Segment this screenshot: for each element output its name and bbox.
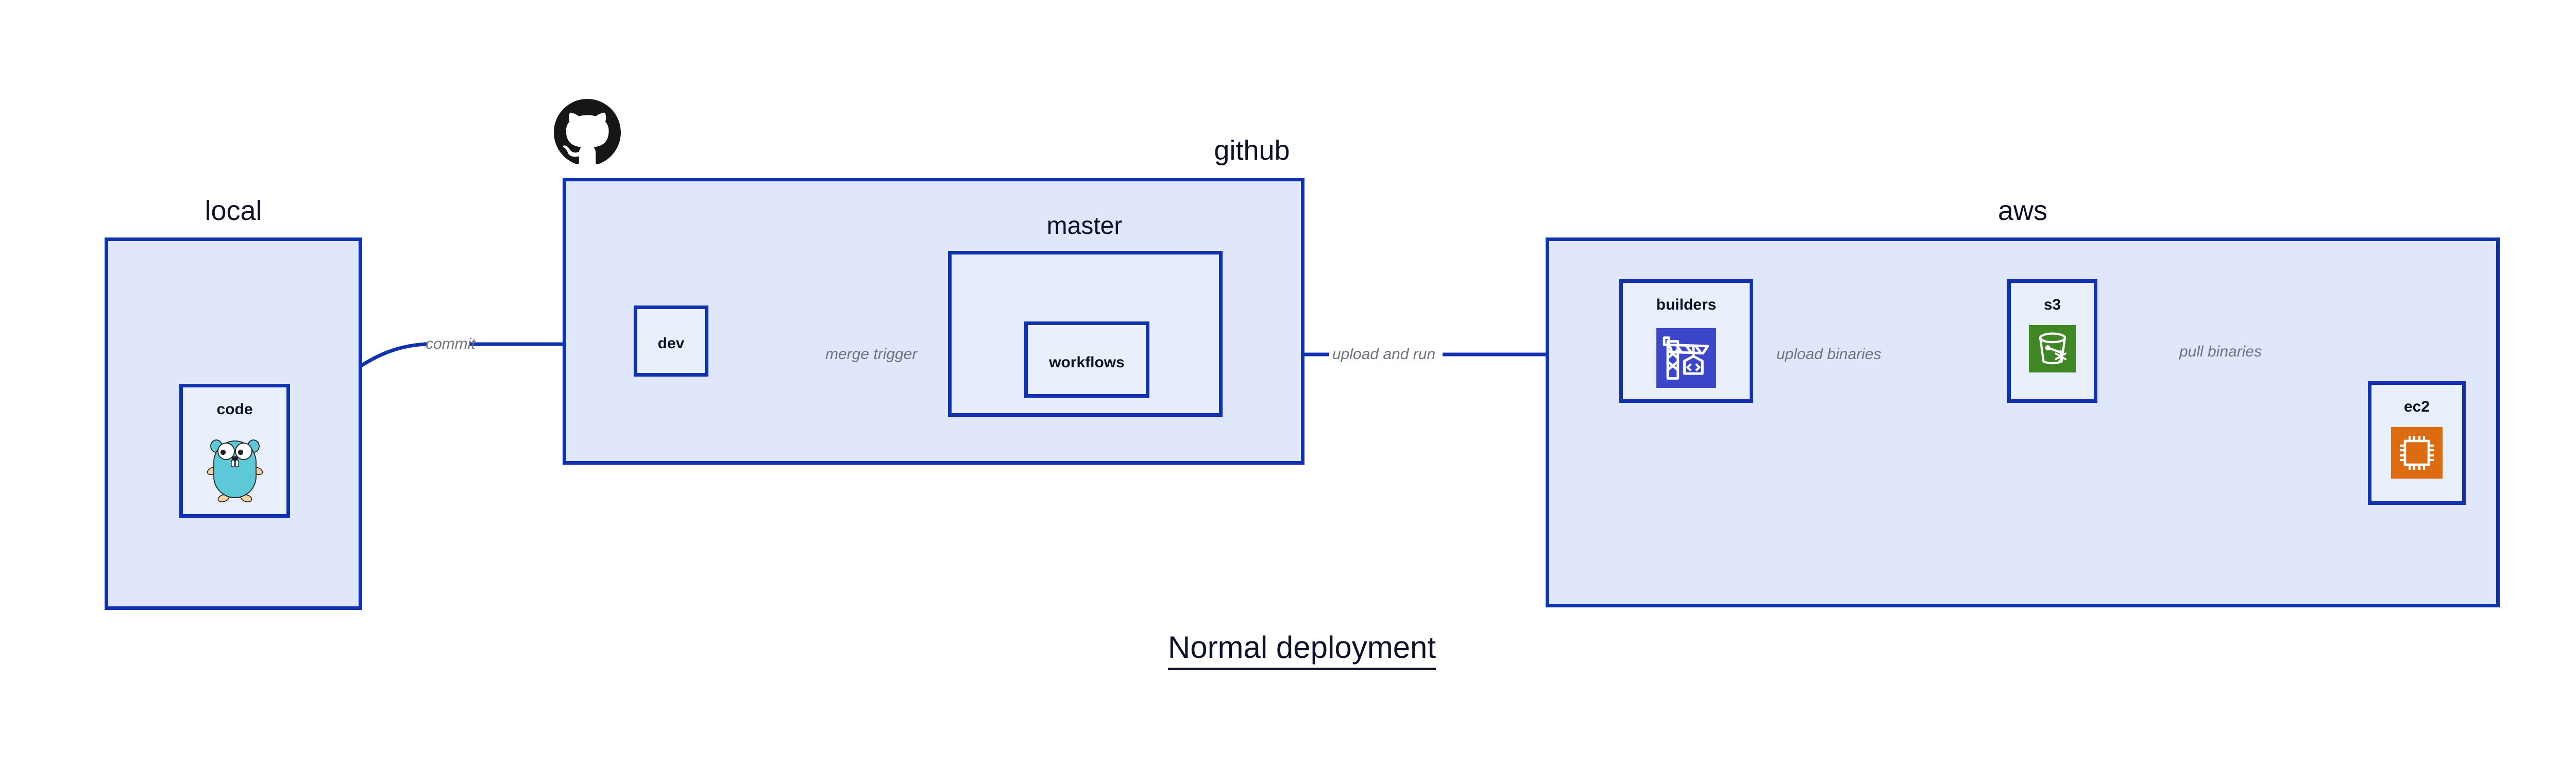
node-builders[interactable]: builders — [1619, 279, 1753, 403]
zone-label-local: local — [205, 195, 262, 226]
aws-s3-bucket-icon — [2028, 325, 2076, 372]
github-octocat-icon — [554, 99, 621, 166]
edge-label-upload-binaries: upload binaries — [1776, 346, 1882, 363]
zone-label-aws: aws — [1997, 195, 2048, 226]
node-ec2[interactable]: ec2 — [2368, 381, 2466, 505]
zone-label-github: github — [1214, 135, 1290, 166]
edge-label-merge-trigger: merge trigger — [825, 346, 918, 363]
aws-ec2-chip-icon — [2391, 427, 2443, 479]
node-code-label: code — [216, 401, 253, 418]
diagram-caption: Normal deployment — [0, 630, 2576, 670]
node-dev-label: dev — [657, 335, 685, 352]
node-workflows[interactable]: workflows — [1024, 321, 1149, 398]
node-s3[interactable]: s3 — [2007, 279, 2097, 403]
go-gopher-icon — [207, 433, 263, 502]
aws-codebuild-crane-icon — [1656, 328, 1716, 388]
subzone-label-master: master — [1046, 212, 1123, 240]
node-code[interactable]: code — [179, 384, 290, 518]
node-ec2-label: ec2 — [2403, 398, 2430, 415]
node-s3-label: s3 — [2043, 296, 2061, 313]
edge-label-commit: commit — [426, 335, 476, 352]
node-dev[interactable]: dev — [634, 305, 708, 377]
node-workflows-label: workflows — [1049, 354, 1125, 371]
diagram-caption-text: Normal deployment — [1167, 630, 1436, 670]
node-builders-label: builders — [1656, 296, 1717, 313]
edge-label-pull-binaries: pull binaries — [2179, 343, 2262, 360]
edge-label-upload-and-run: upload and run — [1332, 346, 1436, 363]
